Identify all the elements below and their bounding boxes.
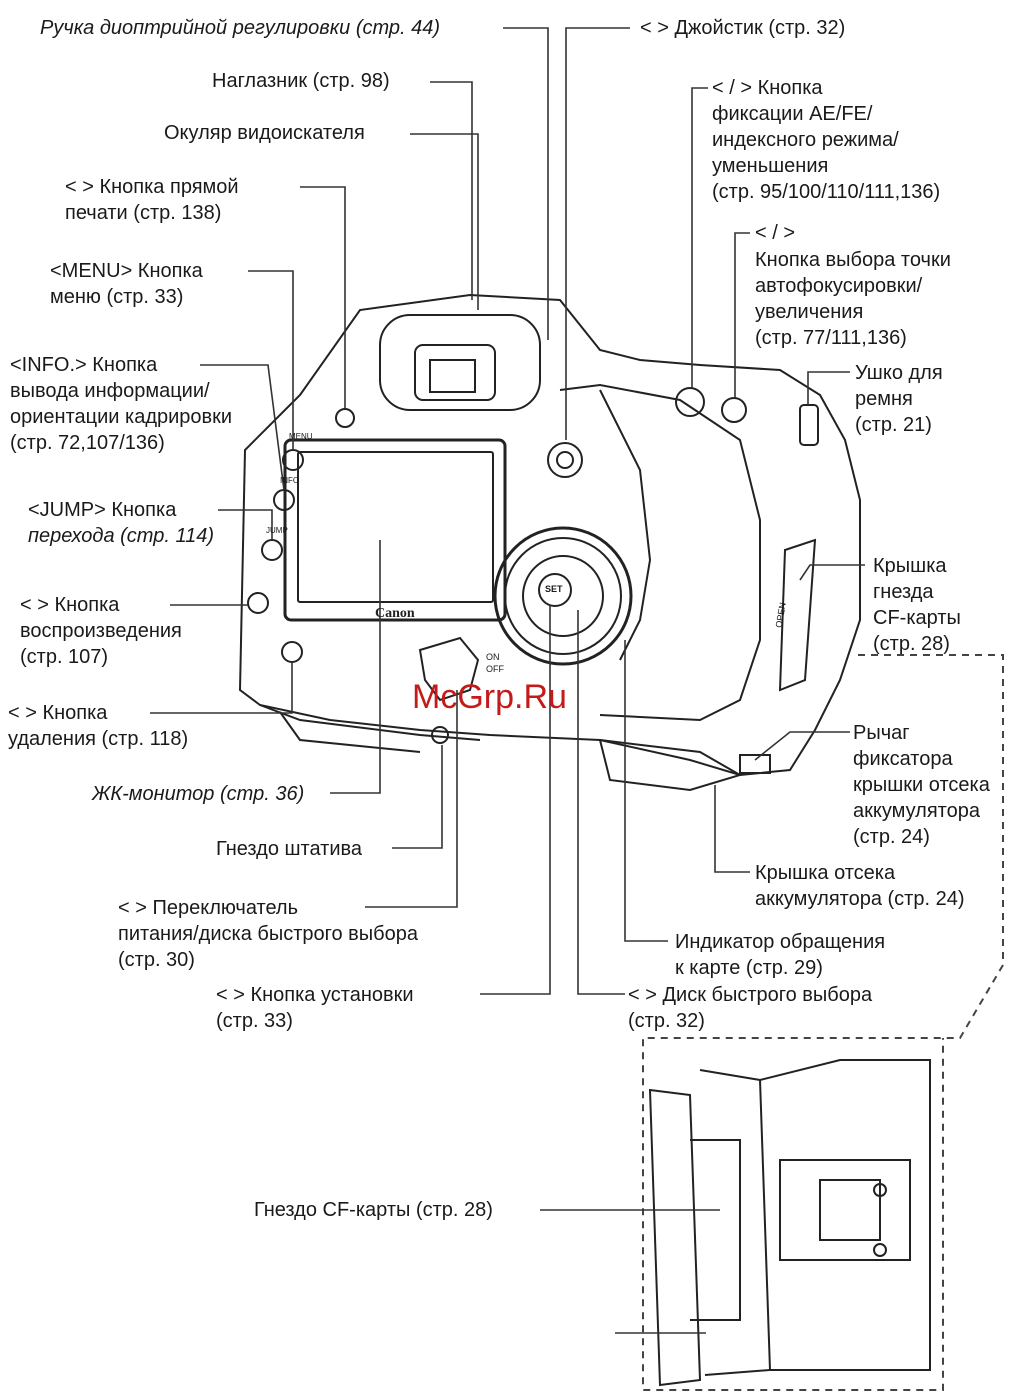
label-play-2: воспроизведения [20,620,182,642]
label-cfslot: Гнездо CF-карты (стр. 28) [254,1199,493,1221]
label-diopter: Ручка диоптрийной регулировки (стр. 44) [40,17,441,39]
label-tripod: Гнездо штатива [216,838,363,860]
label-battcover-1: Крышка отсека [755,862,896,884]
label-ae-1: < / > Кнопка [712,77,823,99]
jump-button-text: JUMP [266,526,288,535]
label-lever-5: (стр. 24) [853,826,930,848]
label-lever-1: Рычаг [853,722,910,744]
label-cfcover-1: Крышка [873,555,947,577]
label-cfcover-3: CF-карты [873,607,961,629]
label-power-2: питания/диска быстрого выбора [118,923,418,945]
label-jump-1: <JUMP> Кнопка [28,499,177,521]
info-button-text: INFO [280,476,300,485]
label-lever-4: аккумулятора [853,800,980,822]
lcd-monitor [283,438,507,622]
jump-button [261,539,283,561]
label-play-3: (стр. 107) [20,646,109,668]
label-info-3: ориентации кадрировки [10,406,233,428]
watermark: McGrp.Ru [412,678,567,716]
camera-body [238,293,861,777]
label-set-1: < > Кнопка установки [216,984,414,1006]
af-point-button [721,397,747,423]
label-af-3: автофокусировки/ [755,275,923,297]
switch-off-text: OFF [486,664,504,674]
label-info-4: (стр. 72,107/136) [10,432,165,454]
label-lever-3: крышки отсека [853,774,990,796]
label-eyepiece: Окуляр видоискателя [164,122,365,144]
print-button [335,408,355,428]
label-print-2: печати (стр. 138) [65,202,222,224]
label-eyecup: Наглазник (стр. 98) [212,70,390,92]
cf-card-door [778,538,817,692]
label-delete-2: удаления (стр. 118) [8,728,189,750]
label-access-1: Индикатор обращения [675,931,886,953]
label-power-1: < > Переключатель [118,897,299,919]
battery-lever [739,754,771,774]
inset-cf-slot [648,1059,931,1387]
label-af-4: увеличения [755,301,864,323]
label-af-1: < / > [755,222,796,244]
label-quick-1: < > Диск быстрого выбора [628,984,873,1006]
inset-callout-border [642,654,1004,1391]
label-lever-2: фиксатора [853,748,953,770]
menu-button-text: MENU [289,432,313,441]
label-ae-3: индексного режима/ [712,129,899,151]
label-delete-1: < > Кнопка [8,702,108,724]
eyepiece [414,344,496,401]
label-cfcover-2: гнезда [873,581,934,603]
switch-on-text: ON [486,652,500,662]
label-play-1: < > Кнопка [20,594,120,616]
label-ae-2: фиксации AE/FE/ [712,103,873,125]
battery-cover [598,738,743,792]
label-print-1: < > Кнопка прямой [65,176,239,198]
label-info-1: <INFO.> Кнопка [10,354,158,376]
label-lcd: ЖК-монитор (стр. 36) [92,783,305,805]
label-quick-2: (стр. 32) [628,1010,705,1032]
label-strap-2: ремня [855,388,913,410]
label-info-2: вывода информации/ [10,380,210,402]
label-strap-3: (стр. 21) [855,414,932,436]
label-menu-2: меню (стр. 33) [50,286,184,308]
label-menu-1: <MENU> Кнопка [50,260,203,282]
label-ae-5: (стр. 95/100/110/111,136) [712,181,941,203]
ae-lock-button [675,387,705,417]
label-cfcover-4: (стр. 28) [873,633,950,655]
label-access-2: к карте (стр. 29) [675,957,823,979]
play-button [247,592,269,614]
power-switch [418,636,480,702]
label-set-2: (стр. 33) [216,1010,293,1032]
eyecup [379,314,541,411]
delete-button [281,641,303,663]
label-ae-4: уменьшения [712,155,829,177]
label-af-2: Кнопка выбора точки [755,249,951,271]
camera-brand-logo: Canon [375,606,415,621]
quick-control-dial [493,526,633,666]
label-battcover-2: аккумулятора (стр. 24) [755,888,965,910]
joystick [547,442,583,478]
strap-lug [799,404,819,446]
label-af-5: (стр. 77/111,136) [755,327,907,349]
label-strap-1: Ушко для [855,362,943,384]
label-jump-2: перехода (стр. 114) [28,525,215,547]
label-joystick: < > Джойстик (стр. 32) [640,17,846,39]
set-button-text: SET [545,584,563,594]
leader-lines [150,27,865,1334]
tripod-socket [431,726,449,744]
set-button [538,573,572,607]
label-power-3: (стр. 30) [118,949,195,971]
